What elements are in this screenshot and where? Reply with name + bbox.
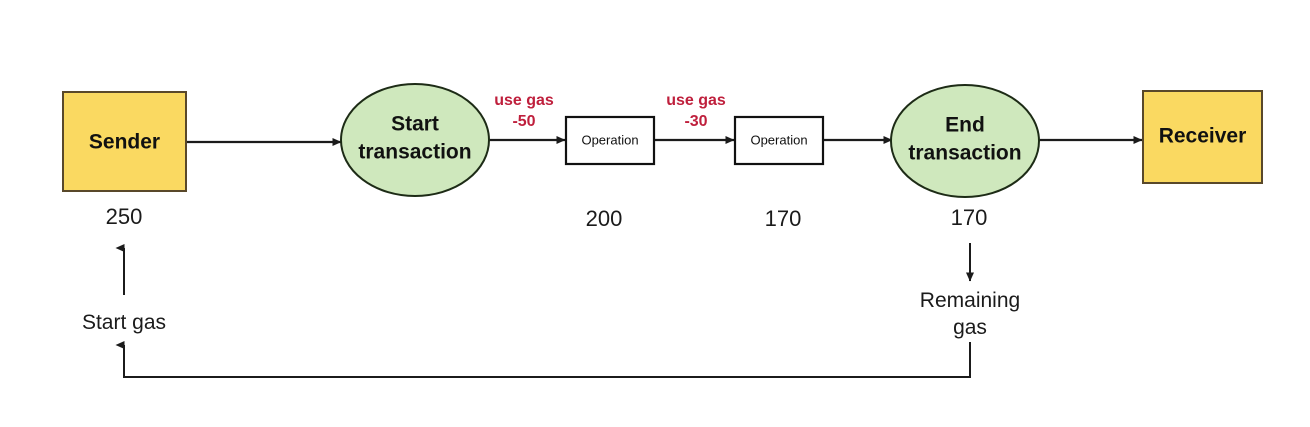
receiver-box-shape — [1142, 90, 1263, 184]
node-operation-1[interactable]: Operation — [564, 115, 656, 166]
start-gas-label: Start gas — [82, 311, 166, 334]
use-gas-2-line1: use gas — [666, 92, 726, 109]
use-gas-label-2: use gas -30 — [666, 92, 726, 130]
end-transaction-ellipse-shape — [890, 84, 1040, 198]
edge-remaining-gas-loop — [115, 341, 971, 378]
sender-box-shape — [62, 91, 187, 192]
remaining-gas-line2: gas — [953, 316, 987, 339]
operation-1-label: Operation — [581, 132, 638, 147]
use-gas-2-line2: -30 — [684, 113, 707, 130]
use-gas-1-line2: -50 — [512, 113, 535, 130]
start-transaction-ellipse-shape — [340, 83, 490, 197]
use-gas-label-1: use gas -50 — [494, 92, 554, 130]
end-transaction-label-line1: End — [945, 114, 985, 137]
operation-2-amount: 170 — [765, 206, 802, 231]
node-end-transaction[interactable]: End transaction — [890, 84, 1040, 198]
operation-1-box-shape — [564, 115, 656, 166]
sender-label: Sender — [89, 131, 160, 154]
receiver-label: Receiver — [1159, 125, 1247, 148]
end-transaction-label-line2: transaction — [908, 142, 1021, 165]
node-operation-2[interactable]: Operation — [733, 115, 825, 166]
start-transaction-label-line2: transaction — [358, 141, 471, 164]
remaining-gas-label: Remaining gas — [920, 289, 1020, 339]
node-receiver[interactable]: Receiver — [1142, 90, 1263, 184]
operation-2-label: Operation — [750, 132, 807, 147]
operation-1-amount: 200 — [586, 206, 623, 231]
use-gas-1-line1: use gas — [494, 92, 554, 109]
operation-2-box-shape — [733, 115, 825, 166]
node-start-transaction[interactable]: Start transaction — [340, 83, 490, 197]
node-sender[interactable]: Sender — [62, 91, 187, 192]
start-transaction-label-line1: Start — [391, 113, 439, 136]
end-transaction-amount: 170 — [951, 205, 988, 230]
remaining-gas-line1: Remaining — [920, 289, 1020, 312]
sender-amount: 250 — [106, 204, 143, 229]
